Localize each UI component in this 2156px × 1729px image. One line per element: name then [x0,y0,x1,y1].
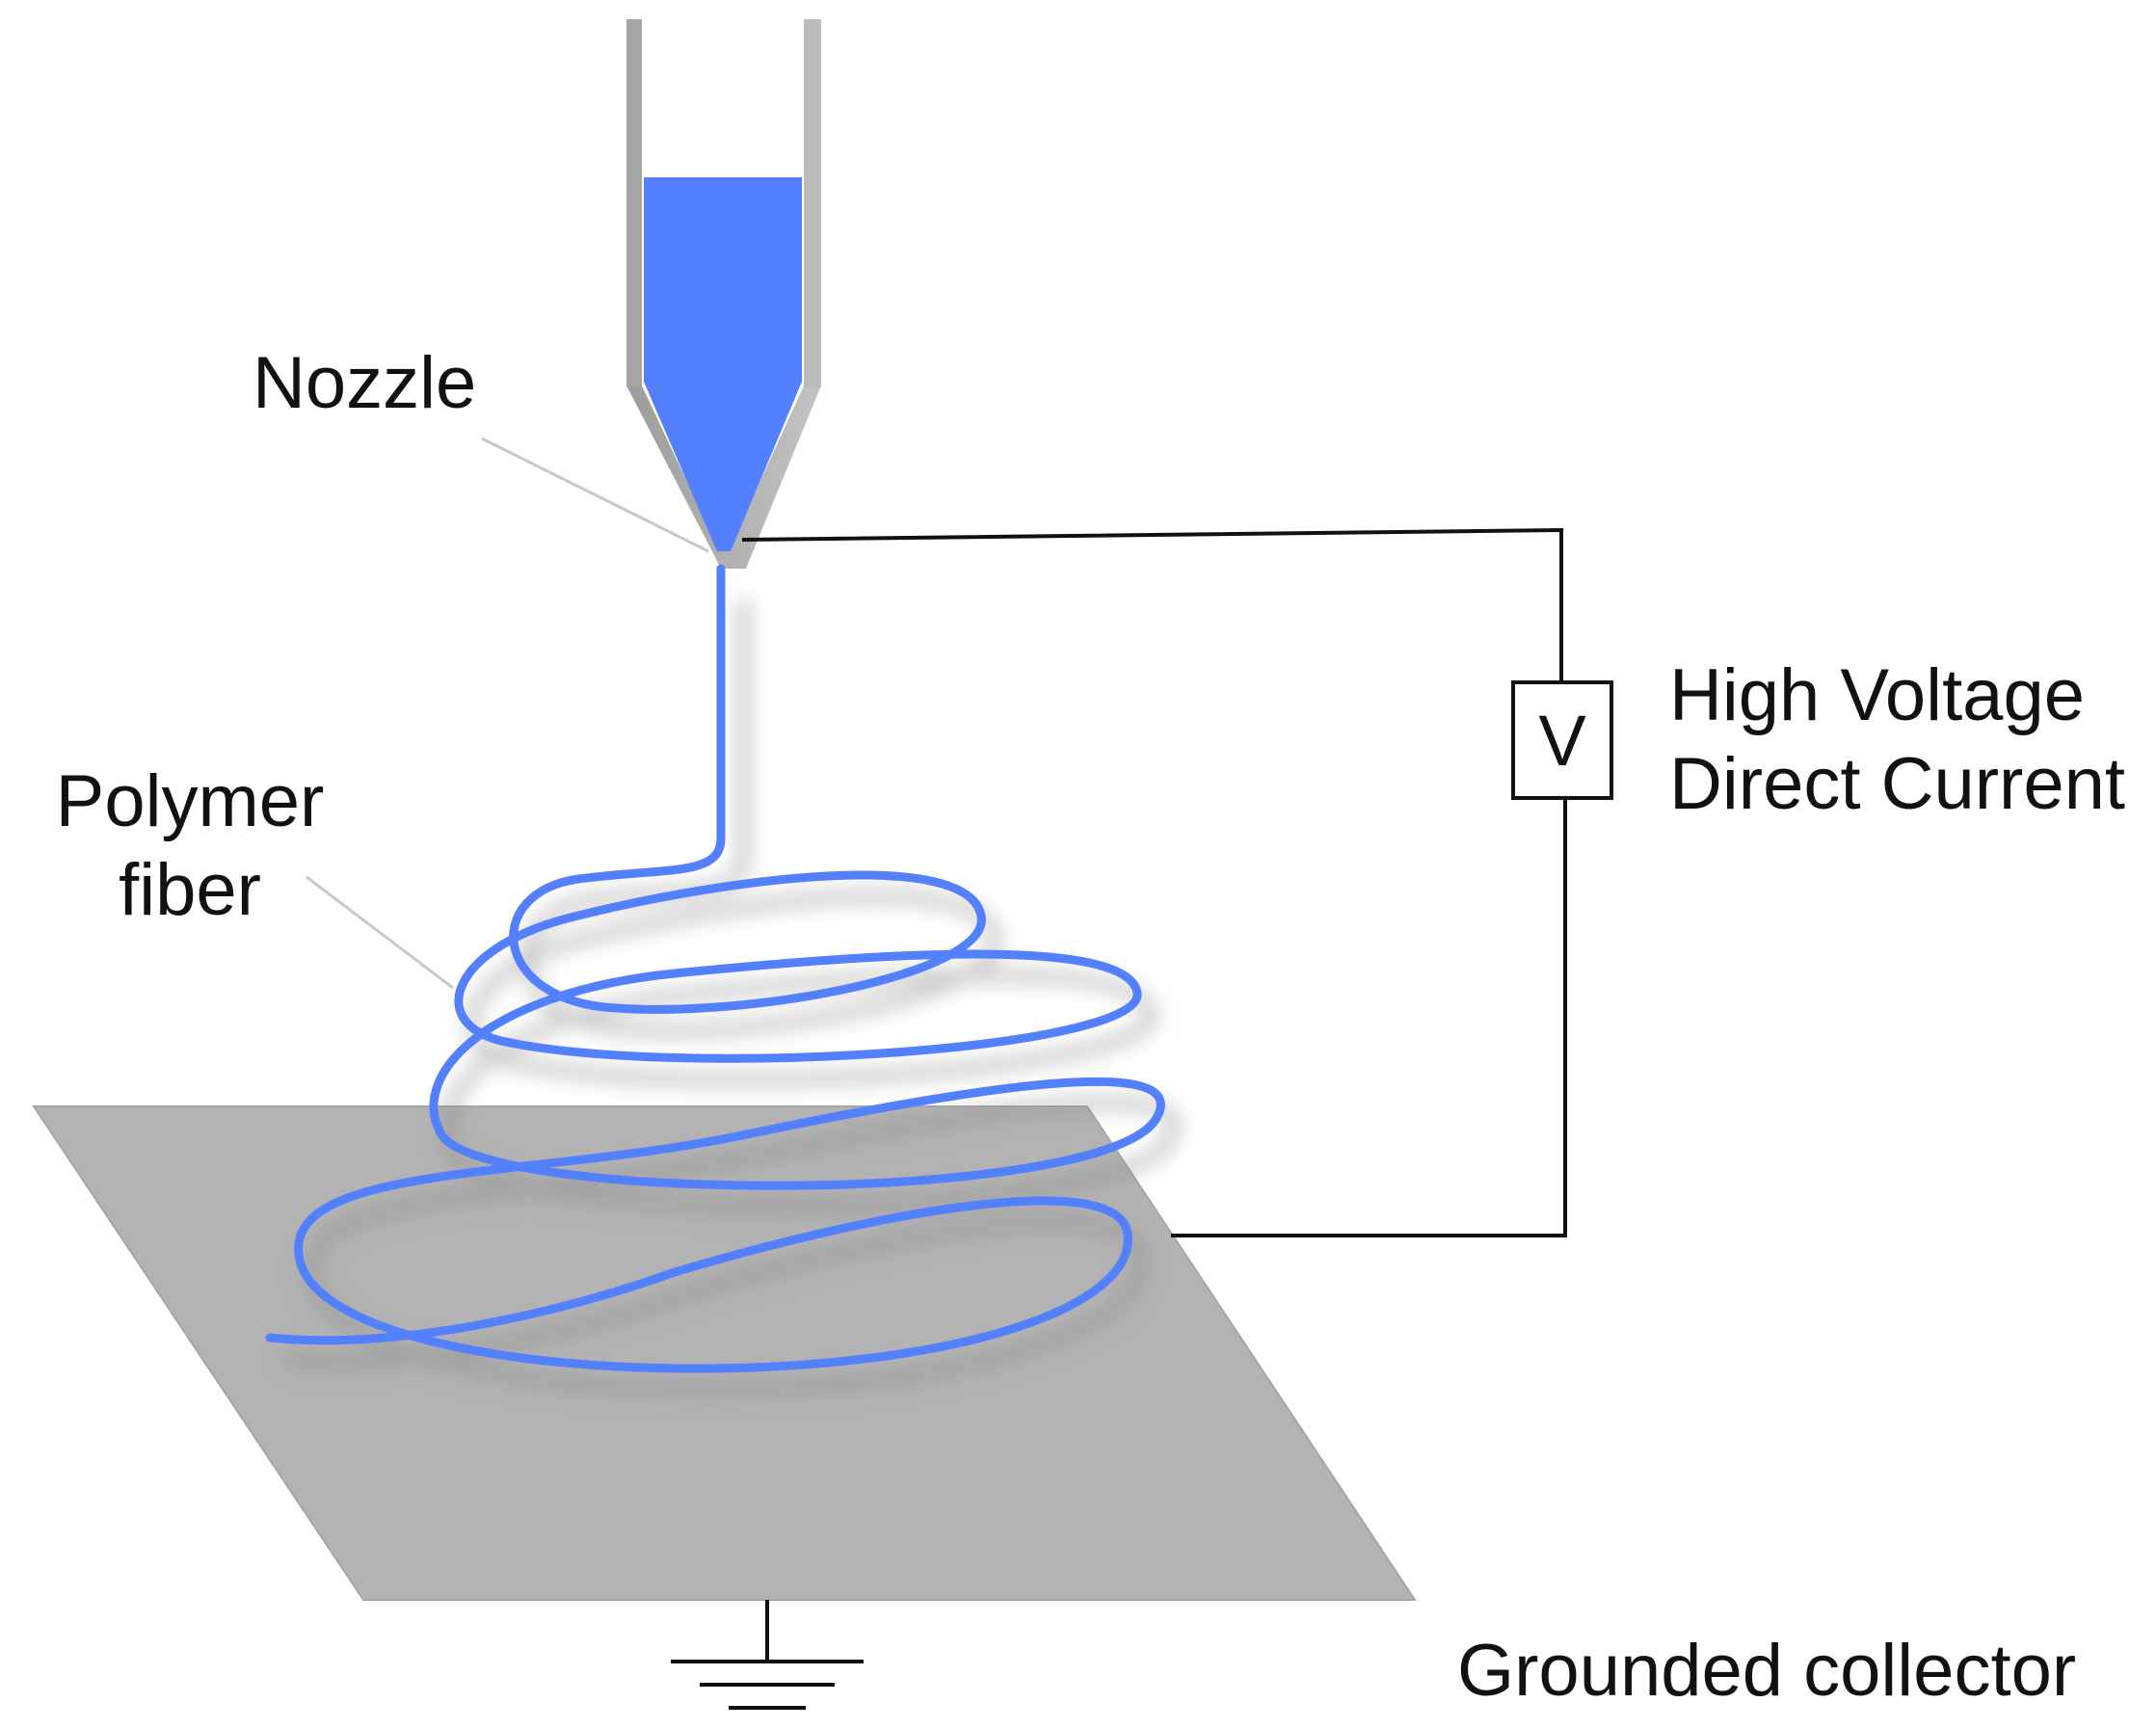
circuit-wire [741,527,1567,1237]
voltmeter-box [1511,680,1613,800]
nozzle-leader-line [481,437,709,553]
hv-label-line2: Direct Current [1669,743,2125,825]
grounded-collector-label: Grounded collector [1457,1630,2077,1712]
nozzle-label: Nozzle [253,342,477,424]
polymer-leader-line [306,875,454,990]
polymer-label-line1: Polymer [55,760,325,842]
voltmeter-symbol: V [1538,701,1586,781]
polymer-label-line2: fiber [119,849,261,931]
polymer-fiber [265,564,1165,1373]
polymer-fiber-label: Polymer fiber [50,758,330,935]
syringe-nozzle [626,19,821,569]
grounded-collector-plate [32,1105,1417,1601]
hv-label-line1: High Voltage [1669,654,2085,736]
polymer-solution [644,177,802,551]
fiber-shadow [282,599,1182,1397]
ground-symbol [671,1600,864,1710]
high-voltage-label: High Voltage Direct Current [1669,652,2125,829]
